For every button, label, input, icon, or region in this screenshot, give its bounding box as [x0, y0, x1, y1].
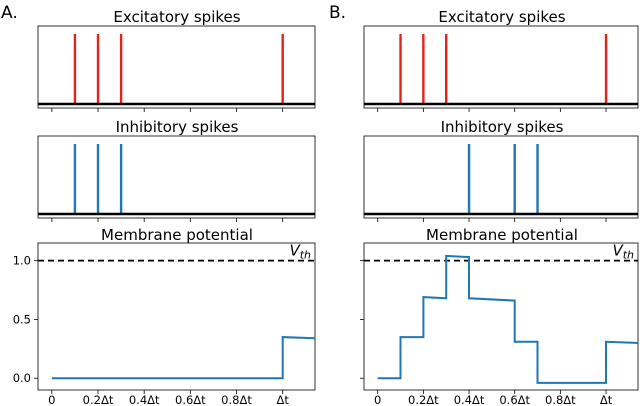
panel-a-label: A.	[1, 3, 18, 23]
panel-b-xtick-label-1: 0.2Δt	[408, 393, 439, 406]
panel-a-xtick-label-4: 0.8Δt	[221, 393, 252, 406]
panel-a-threshold-label-main: V	[289, 242, 301, 260]
panel-a-ytick-label-1: 0.5	[13, 312, 31, 326]
panel-b-membrane-axes: 0 0.2Δt 0.4Δt 0.6Δt 0.8Δt Δt Vth	[360, 242, 639, 406]
panel-a-membrane-yticks: 0.0 0.5 1.0	[13, 254, 38, 385]
panel-a-ytick-label-0: 0.0	[13, 371, 31, 385]
panel-b-membrane-xticks: 0 0.2Δt 0.4Δt 0.6Δt 0.8Δt Δt	[374, 390, 613, 406]
panel-b-xtick-label-3: 0.6Δt	[499, 393, 530, 406]
panel-b-xtick-label-5: Δt	[600, 393, 613, 406]
panel-b-membrane-title: Membrane potential	[426, 226, 578, 244]
panel-b-threshold-label-sub: th	[623, 249, 634, 262]
panel-a-xtick-label-1: 0.2Δt	[83, 393, 114, 406]
panel-a-inhibitory-spikes	[73, 144, 123, 215]
panel-b-excitatory-axes	[363, 25, 639, 112]
panel-a-excitatory-title: Excitatory spikes	[113, 8, 240, 26]
panel-b-inhibitory-ticks	[377, 218, 607, 222]
panel-a-excitatory-spikes	[73, 34, 284, 105]
panel-a: A. Excitatory spikes Inhibitory spikes M…	[1, 3, 316, 406]
panel-a-inhibitory-ticks	[51, 218, 284, 222]
panel-a-membrane-trace	[51, 336, 316, 380]
panel-a-threshold-label-sub: th	[300, 249, 311, 262]
panel-b-xtick-label-4: 0.8Δt	[545, 393, 576, 406]
panel-a-excitatory-ticks	[51, 108, 284, 112]
panel-b-inhibitory-axes	[363, 135, 639, 222]
panel-a-excitatory-axes	[37, 25, 316, 112]
panel-b-membrane-trace	[377, 254, 639, 384]
panel-a-ytick-label-2: 1.0	[13, 254, 31, 268]
panel-a-xtick-label-2: 0.4Δt	[129, 393, 160, 406]
panel-b: B. Excitatory spikes Inhibitory spikes M…	[329, 3, 639, 406]
panel-b-threshold-label-main: V	[612, 242, 624, 260]
panel-b-excitatory-ticks	[377, 108, 607, 112]
panel-b-xtick-label-2: 0.4Δt	[454, 393, 485, 406]
panel-a-membrane-axes: 0.0 0.5 1.0 0 0.2Δt 0.4Δt 0.6Δt 0.8Δt Δt Vth	[13, 242, 316, 406]
panel-b-membrane-yticks	[360, 260, 364, 379]
panel-a-membrane-title: Membrane potential	[101, 226, 253, 244]
panel-b-xtick-label-0: 0	[374, 393, 381, 406]
panel-a-xtick-label-5: Δt	[276, 393, 289, 406]
panel-b-excitatory-spikes	[399, 34, 608, 105]
panel-a-inhibitory-title: Inhibitory spikes	[116, 118, 239, 136]
panel-b-inhibitory-spikes	[467, 144, 539, 215]
panel-a-inhibitory-axes	[37, 135, 316, 222]
panel-a-xtick-label-3: 0.6Δt	[175, 393, 206, 406]
panel-b-excitatory-title: Excitatory spikes	[438, 8, 565, 26]
panel-b-threshold-label: Vth	[612, 242, 634, 262]
panel-a-xtick-label-0: 0	[48, 393, 55, 406]
panel-a-threshold-label: Vth	[289, 242, 311, 262]
panel-b-inhibitory-title: Inhibitory spikes	[441, 118, 564, 136]
panel-a-membrane-xticks: 0 0.2Δt 0.4Δt 0.6Δt 0.8Δt Δt	[48, 390, 289, 406]
panel-b-label: B.	[329, 3, 346, 23]
